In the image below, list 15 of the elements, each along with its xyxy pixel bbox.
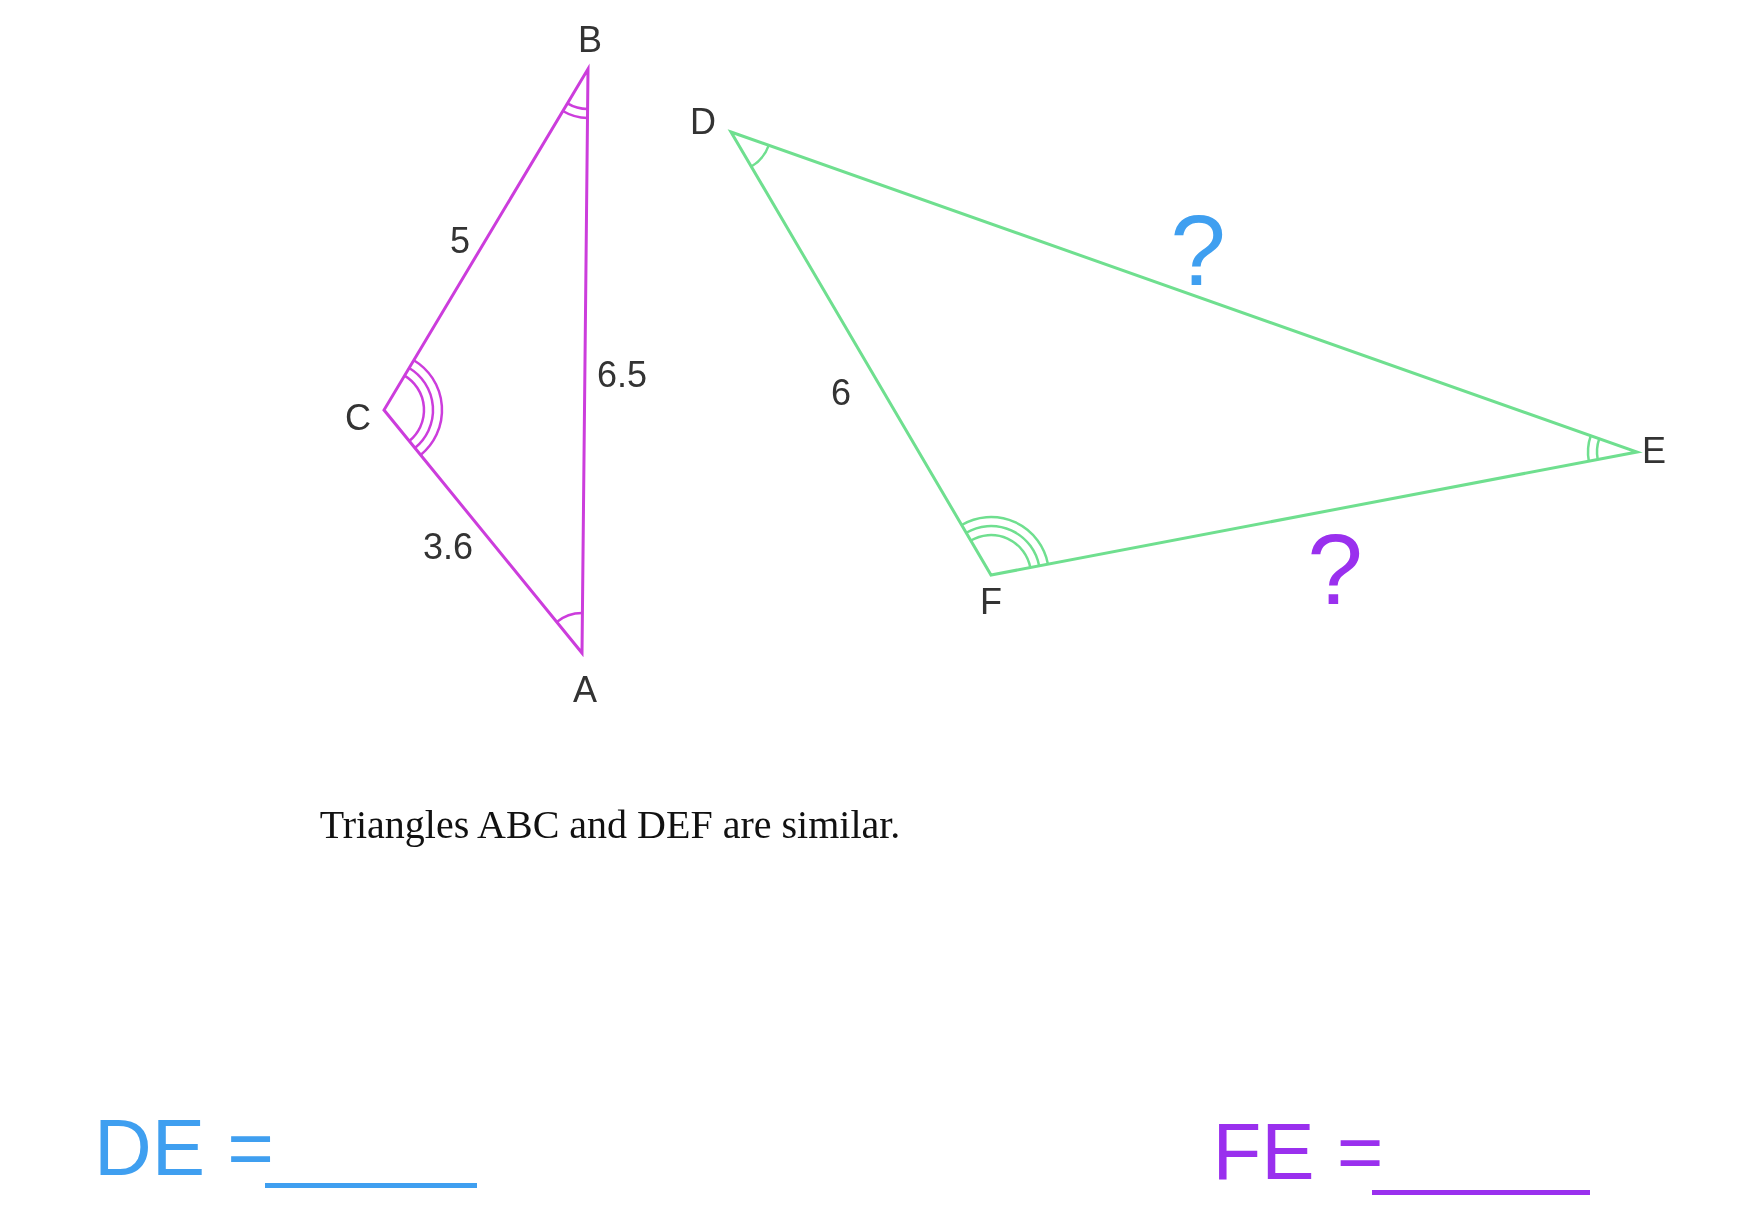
side-length: 6 xyxy=(831,375,851,411)
vertex-label: F xyxy=(980,584,1002,620)
side-length: 3.6 xyxy=(423,529,473,565)
side-length: 5 xyxy=(450,223,470,259)
vertex-label: E xyxy=(1642,433,1666,469)
vertex-label: A xyxy=(573,672,597,708)
unknown-mark: ? xyxy=(1307,519,1363,619)
answer-prompt: FE = xyxy=(1212,1112,1384,1192)
answer-prompt: DE = xyxy=(93,1108,275,1188)
vertex-label: B xyxy=(578,22,602,58)
caption-text: Triangles ABC and DEF are similar. xyxy=(319,805,901,845)
vertex-label: D xyxy=(690,104,716,140)
side-length: 6.5 xyxy=(597,357,647,393)
unknown-mark: ? xyxy=(1170,200,1226,300)
vertex-label: C xyxy=(345,400,371,436)
